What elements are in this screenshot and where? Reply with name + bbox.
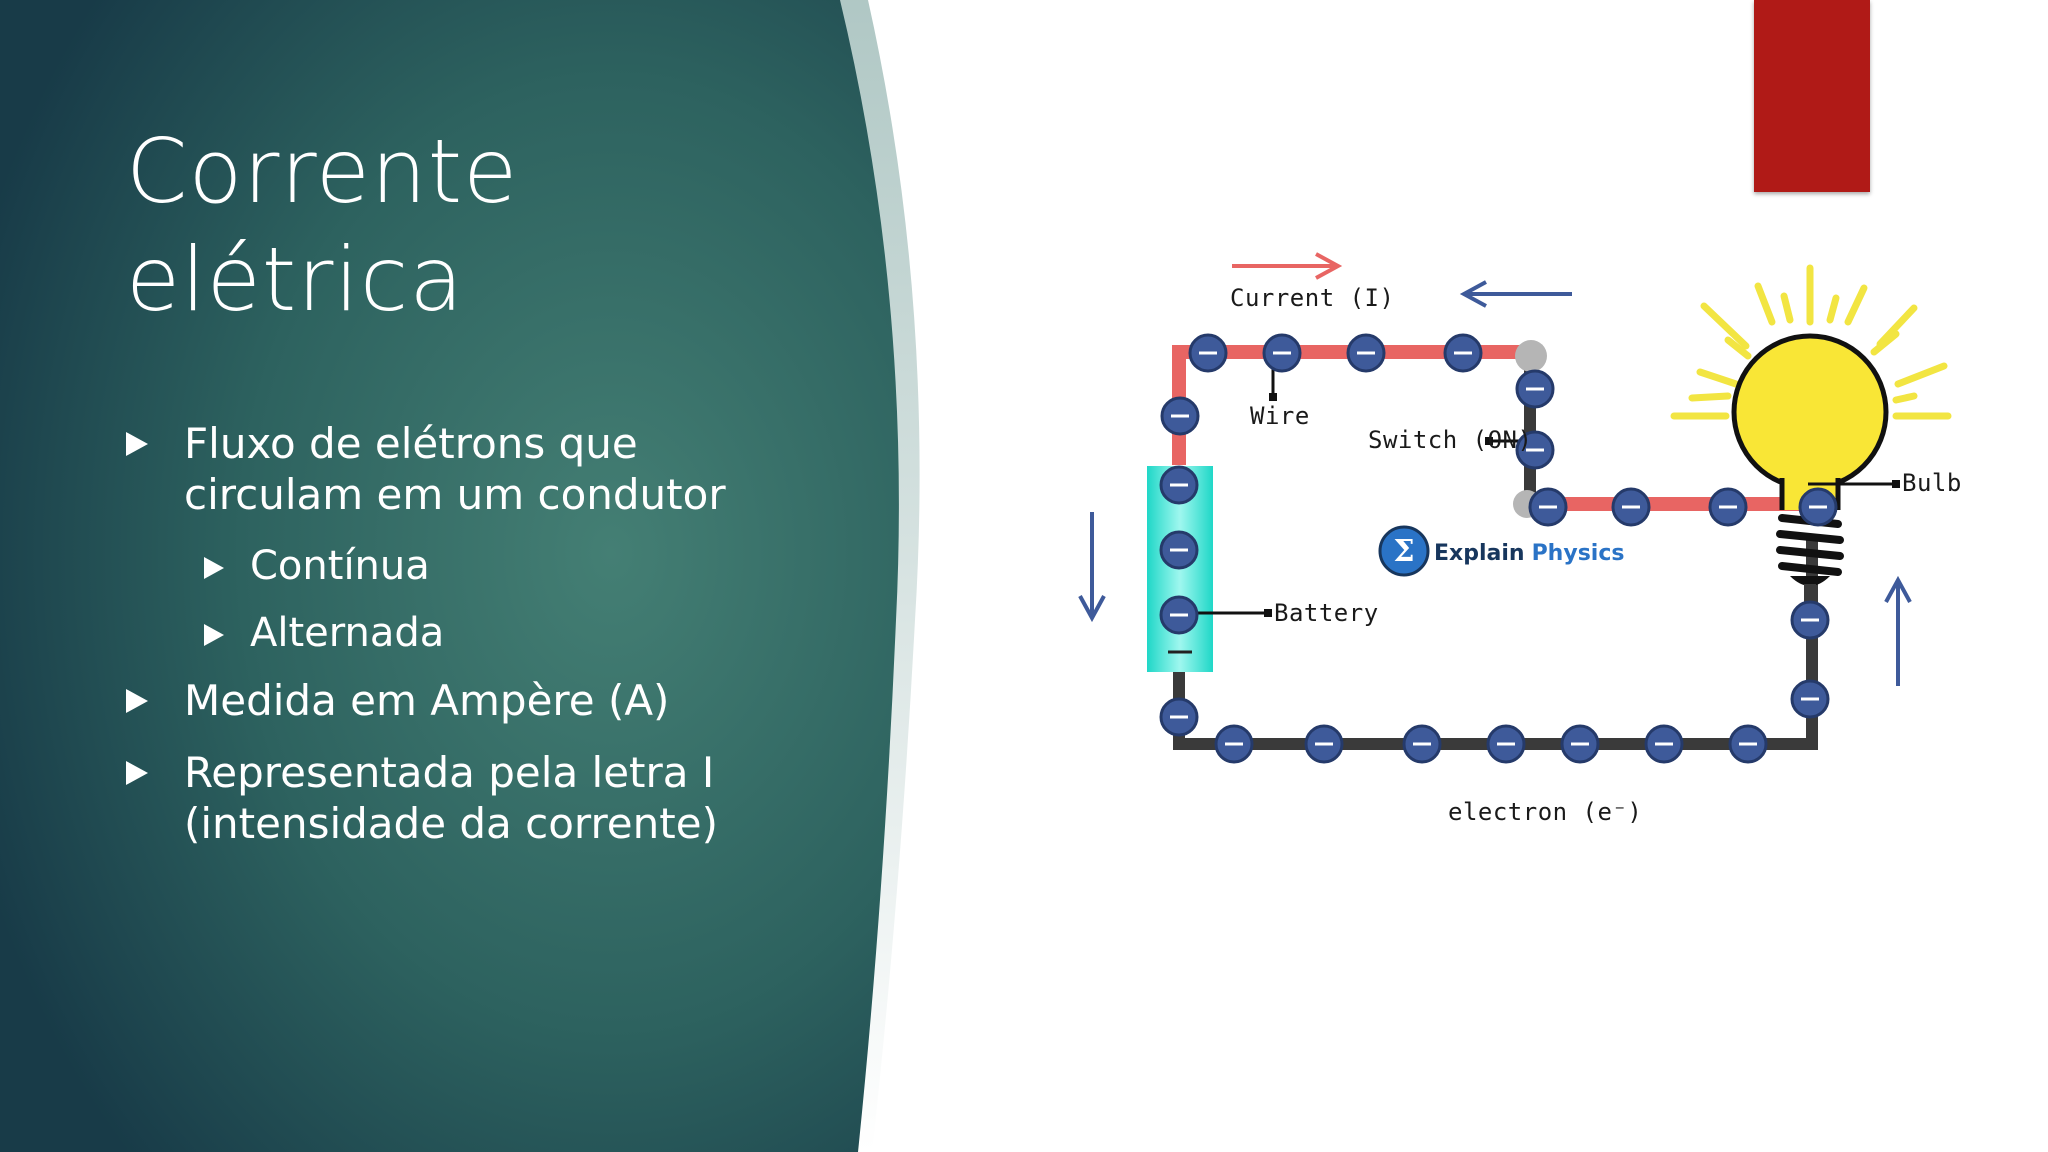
- explain-physics-logo: Σ Explain Physics: [1378, 525, 1624, 577]
- slide-title-line2: elétrica: [126, 228, 465, 331]
- electron-icon: [1486, 724, 1526, 764]
- callout-dot: [1892, 480, 1900, 488]
- electron-icon: [1728, 724, 1768, 764]
- battery-label: Battery: [1274, 599, 1379, 627]
- bullet-item: Representada pela letra I (intensidade d…: [126, 747, 866, 849]
- wire-label: Wire: [1250, 402, 1310, 430]
- electron-icon: [1515, 430, 1555, 470]
- bulb-label: Bulb: [1902, 469, 1962, 497]
- electron-icon: [1790, 600, 1830, 640]
- bullet-text: circulam em um condutor: [184, 470, 726, 519]
- bullet-text: Fluxo de elétrons que: [184, 419, 638, 468]
- electron-icon: [1560, 724, 1600, 764]
- electron-icon: [1159, 530, 1199, 570]
- electron-label: electron (e⁻): [1448, 798, 1642, 826]
- electron-icon: [1443, 333, 1483, 373]
- electron-icon: [1214, 724, 1254, 764]
- electron-icon: [1262, 333, 1302, 373]
- electron-icon: [1160, 396, 1200, 436]
- electron-icon: [1798, 487, 1838, 527]
- current-label: Current (I): [1230, 284, 1394, 312]
- slide-title: Corrente elétrica: [126, 118, 518, 334]
- electron-icon: [1159, 465, 1199, 505]
- right-arrow-icon: [1232, 252, 1343, 280]
- electron-icon: [1159, 697, 1199, 737]
- sub-bullet-item: Contínua: [126, 541, 866, 592]
- bullet-triangle-icon: [126, 432, 148, 456]
- brand-physics: Physics: [1532, 541, 1625, 566]
- electron-icon: [1790, 679, 1830, 719]
- bullet-triangle-icon: [204, 624, 224, 646]
- electron-icon: [1346, 333, 1386, 373]
- electron-icon: [1304, 724, 1344, 764]
- down-arrow-icon: [1078, 512, 1106, 623]
- brand-explain: Explain: [1434, 541, 1525, 566]
- switch-label: Switch (ON): [1368, 426, 1532, 454]
- bullet-item: Fluxo de elétrons que circulam em um con…: [126, 418, 866, 520]
- electron-icon: [1402, 724, 1442, 764]
- bullet-triangle-icon: [204, 557, 224, 579]
- callout-dot: [1485, 437, 1493, 445]
- electron-icon: [1515, 369, 1555, 409]
- left-arrow-icon: [1459, 280, 1572, 308]
- bullet-text: Representada pela letra I: [184, 748, 715, 797]
- bullet-text: (intensidade da corrente): [184, 799, 718, 848]
- electron-icon: [1188, 333, 1228, 373]
- circuit-diagram: Current (I) Wire Switch (ON) Bulb Batter…: [1078, 252, 1962, 826]
- red-accent-block: [1754, 0, 1870, 192]
- electron-icon: [1708, 487, 1748, 527]
- bullet-item: Medida em Ampère (A): [126, 675, 866, 726]
- up-arrow-icon: [1884, 575, 1912, 686]
- sigma-logo-icon: Σ: [1378, 525, 1430, 577]
- svg-text:Σ: Σ: [1393, 534, 1414, 569]
- switch-contact: [1515, 340, 1547, 372]
- electron-icon: [1611, 487, 1651, 527]
- electron-icon: [1528, 487, 1568, 527]
- callout-dot: [1269, 393, 1277, 401]
- electron-icon: [1644, 724, 1684, 764]
- electron-icon: [1159, 595, 1199, 635]
- callout-dot: [1264, 609, 1272, 617]
- bullet-text: Medida em Ampère (A): [184, 676, 670, 725]
- slide-title-line1: Corrente: [126, 120, 519, 223]
- bullet-text: Contínua: [250, 543, 430, 589]
- bullet-text: Alternada: [250, 610, 445, 656]
- bullet-triangle-icon: [126, 689, 148, 713]
- bullet-triangle-icon: [126, 761, 148, 785]
- light-bulb-icon: [1670, 264, 1952, 604]
- electrons: [1159, 333, 1838, 764]
- sub-bullet-item: Alternada: [126, 608, 866, 659]
- bullet-list: Fluxo de elétrons que circulam em um con…: [126, 418, 866, 870]
